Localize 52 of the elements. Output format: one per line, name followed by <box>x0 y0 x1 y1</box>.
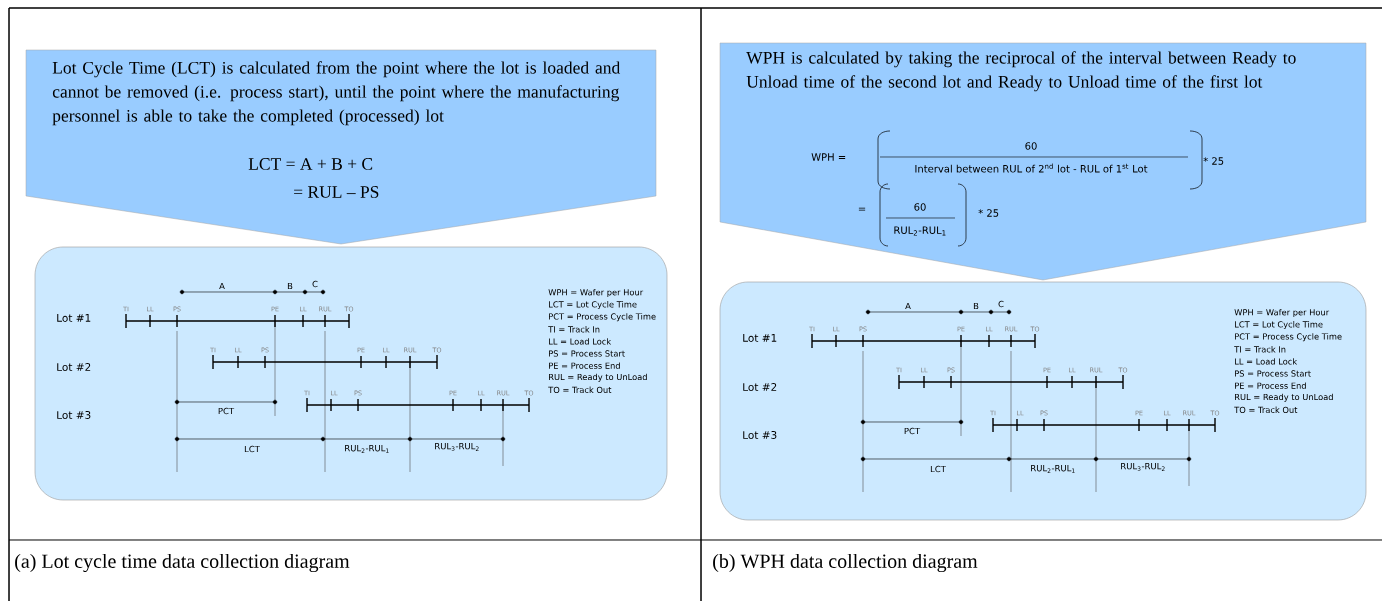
formula-text: * 25 <box>978 209 999 217</box>
key-line: WPH = Wafer per Hour <box>548 289 644 297</box>
formula-text: * 25 <box>1203 157 1224 165</box>
denominator: Interval between RUL of 2$^{nd}$ lot - RUL of 1$^{st}$ Lot <box>915 163 1148 173</box>
formula-text: LCT = A + B + C <box>248 158 373 170</box>
row-label: Lot #3 <box>57 411 91 419</box>
key-line: TI = Track In <box>1234 346 1286 353</box>
key-line: TO = Track Out <box>548 386 612 393</box>
denominator: RUL$_{2}$-RUL$_{1}$ <box>894 226 946 236</box>
interval-label: LCT <box>244 445 260 453</box>
caption: (b) WPH data collection diagram <box>713 553 978 573</box>
key-line: RUL = Ready to UnLoad <box>1235 393 1333 402</box>
description-text: Lot Cycle Time (LCT) is calculated from the point where the lot is loaded and cannot be removed (i.e. process start), until the point where the manufacturing personnel is able to take the completed (processed) lot <box>52 61 621 126</box>
row-label: Lot #2 <box>743 383 777 391</box>
dimension-label: A <box>905 302 911 310</box>
key-line: RUL = Ready to UnLoad <box>549 373 647 382</box>
key-line: WPH = Wafer per Hour <box>1234 309 1330 317</box>
dimension-label: B <box>973 302 979 310</box>
key-line: LL = Load Lock <box>549 338 612 345</box>
description-text: WPH is calculated by taking the reciprocal of the interval between Ready to Unload time of the second lot and Ready to Unload time of the first lot <box>746 51 1296 92</box>
row-label: Lot #1 <box>743 334 777 342</box>
row-label: Lot #2 <box>57 363 91 371</box>
formula-text: = <box>858 207 866 211</box>
interval-label: RUL$_{2}$-RUL$_{1}$ <box>345 445 389 453</box>
key-line: PE = Process End <box>549 362 620 369</box>
numerator: 60 <box>914 203 926 211</box>
key-line: LL = Load Lock <box>1235 358 1298 365</box>
dimension-label: C <box>998 300 1004 308</box>
interval-label: PCT <box>218 407 235 415</box>
row-label: Lot #3 <box>743 431 777 439</box>
interval-label: RUL$_{3}$-RUL$_{2}$ <box>435 443 479 451</box>
interval-label: LCT <box>930 465 946 473</box>
key-line: PS = Process Start <box>1235 370 1311 377</box>
key-line: PCT = Process Cycle Time <box>1235 333 1342 342</box>
formula-text: WPH = <box>811 153 846 161</box>
key-line: LCT = Lot Cycle Time <box>1235 321 1323 330</box>
numerator: 60 <box>1025 142 1037 150</box>
key-line: PE = Process End <box>1235 382 1306 389</box>
formula-text: = RUL – PS <box>294 186 379 198</box>
key-line: LCT = Lot Cycle Time <box>549 301 637 310</box>
row-label: Lot #1 <box>57 314 91 322</box>
key-line: TI = Track In <box>548 326 600 333</box>
key-line: PCT = Process Cycle Time <box>549 313 656 322</box>
dimension-label: A <box>219 282 225 290</box>
interval-label: PCT <box>904 427 921 435</box>
caption: (a) Lot cycle time data collection diagram <box>15 553 350 573</box>
dimension-label: C <box>312 280 318 288</box>
dimension-label: B <box>287 282 293 290</box>
interval-label: RUL$_{3}$-RUL$_{2}$ <box>1121 463 1165 471</box>
key-line: PS = Process Start <box>549 350 625 357</box>
key-line: TO = Track Out <box>1234 406 1298 413</box>
interval-label: RUL$_{2}$-RUL$_{1}$ <box>1031 465 1075 473</box>
